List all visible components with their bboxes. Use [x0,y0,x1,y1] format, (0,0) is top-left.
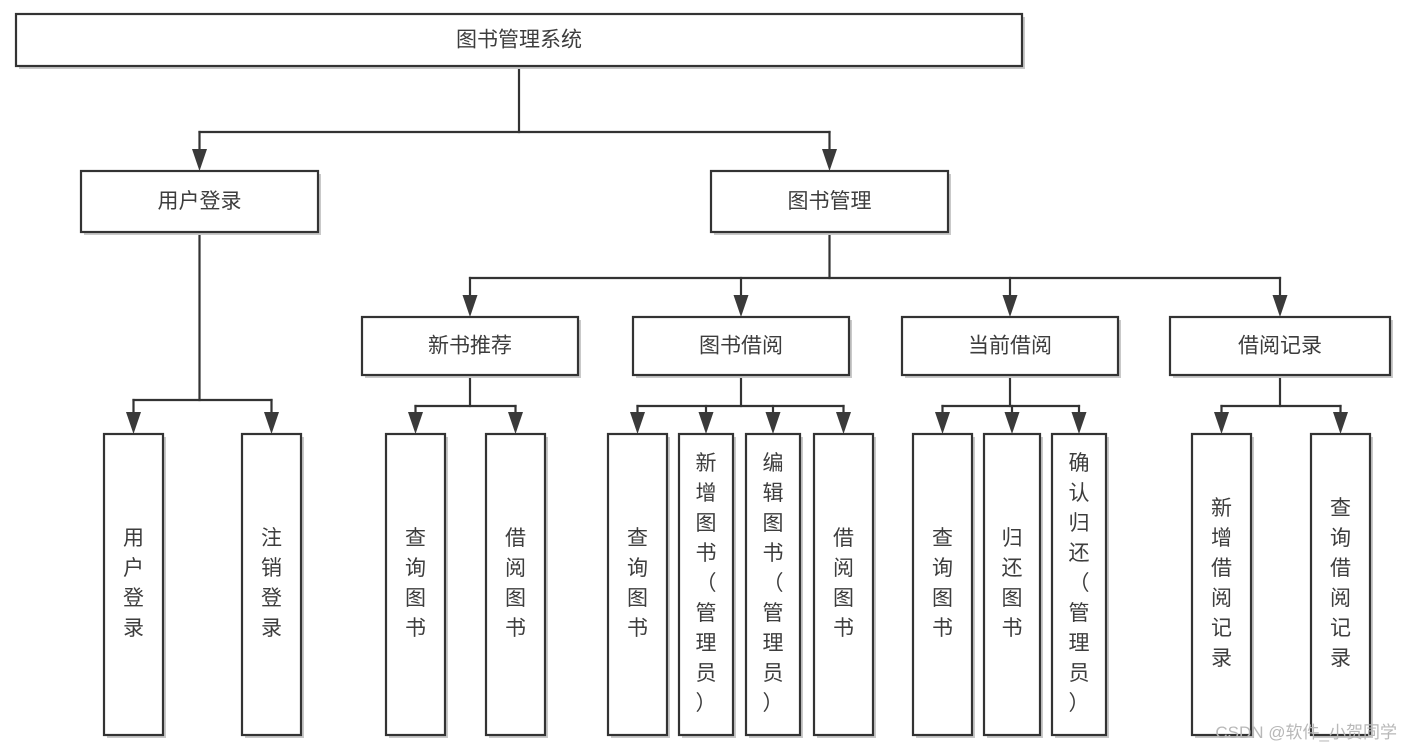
node-label-leaf-return-book: 归还图书 [1002,527,1023,640]
node-box-leaf-borrow-book-borrow[interactable] [812,432,875,737]
node-box-borrow-record[interactable] [1168,315,1392,377]
node-new-book-recommend[interactable]: 新书推荐 [360,315,581,378]
node-book-management[interactable]: 图书管理 [709,169,951,235]
node-box-leaf-edit-book-admin[interactable] [744,432,802,737]
arrow-head-leaf-logout-login [264,412,279,434]
node-box-leaf-borrow-book-recommend[interactable] [484,432,547,737]
arrow-head-current-borrow [1002,295,1018,317]
node-box-leaf-logout-login[interactable] [240,432,303,737]
node-label-leaf-user-login: 用户登录 [123,527,144,640]
arrow-head-leaf-confirm-return-admin [1071,412,1087,434]
node-leaf-query-book-borrow[interactable]: 查询图书 [606,432,670,738]
node-label-leaf-edit-book-admin: 编辑图书（管理员） [763,452,784,715]
node-box-leaf-add-borrow-record[interactable] [1190,432,1253,737]
node-box-leaf-return-book[interactable] [982,432,1042,737]
node-label-leaf-borrow-book-borrow: 借阅图书 [833,527,854,640]
node-label-leaf-borrow-book-recommend: 借阅图书 [505,527,526,640]
node-label-new-book-recommend: 新书推荐 [428,335,512,358]
node-label-leaf-logout-login: 注销登录 [261,527,282,640]
node-label-book-management: 图书管理 [788,190,872,213]
node-leaf-add-borrow-record[interactable]: 新增借阅记录 [1190,432,1254,738]
arrow-head-new-book-recommend [462,295,478,317]
node-box-leaf-user-login[interactable] [102,432,165,737]
node-label-leaf-confirm-return-admin: 确认归还（管理员） [1069,452,1090,715]
node-leaf-borrow-book-recommend[interactable]: 借阅图书 [484,432,548,738]
node-box-root[interactable] [14,12,1024,68]
node-label-leaf-query-borrow-record: 查询借阅记录 [1330,497,1351,670]
node-label-borrow-record: 借阅记录 [1238,335,1322,358]
node-leaf-query-borrow-record[interactable]: 查询借阅记录 [1309,432,1373,738]
node-leaf-query-book-recommend[interactable]: 查询图书 [384,432,448,738]
node-current-borrow[interactable]: 当前借阅 [900,315,1121,378]
node-box-leaf-confirm-return-admin[interactable] [1050,432,1108,737]
arrow-head-borrow-record [1272,295,1288,317]
node-box-user-login[interactable] [79,169,320,234]
node-label-leaf-query-book-current: 查询图书 [932,527,953,640]
node-leaf-query-book-current[interactable]: 查询图书 [911,432,975,738]
node-box-leaf-query-book-recommend[interactable] [384,432,447,737]
arrow-head-leaf-edit-book-admin [765,412,781,434]
arrow-head-leaf-query-book-recommend [408,412,423,434]
arrow-head-leaf-borrow-book-recommend [508,412,523,434]
node-label-book-borrow: 图书借阅 [699,335,783,358]
node-user-login[interactable]: 用户登录 [79,169,321,235]
arrow-head-leaf-user-login [126,412,141,434]
arrow-head-leaf-add-borrow-record [1214,412,1229,434]
node-borrow-record[interactable]: 借阅记录 [1168,315,1393,378]
node-root[interactable]: 图书管理系统 [14,12,1025,69]
node-box-new-book-recommend[interactable] [360,315,580,377]
node-book-borrow[interactable]: 图书借阅 [631,315,852,378]
node-label-root: 图书管理系统 [456,29,582,52]
node-leaf-return-book[interactable]: 归还图书 [982,432,1043,738]
node-box-book-management[interactable] [709,169,950,234]
node-box-leaf-query-book-borrow[interactable] [606,432,669,737]
node-label-user-login: 用户登录 [158,190,242,213]
arrow-head-leaf-query-borrow-record [1333,412,1348,434]
node-label-current-borrow: 当前借阅 [968,335,1052,358]
node-box-leaf-query-borrow-record[interactable] [1309,432,1372,737]
arrow-head-book-borrow [733,295,749,317]
node-box-leaf-add-book-admin[interactable] [677,432,735,737]
node-box-current-borrow[interactable] [900,315,1120,377]
node-label-leaf-query-book-recommend: 查询图书 [405,527,426,640]
csdn-watermark: CSDN @软件_小贺同学 [1215,723,1397,742]
arrow-head-leaf-query-book-current [935,412,950,434]
arrow-head-leaf-borrow-book-borrow [836,412,851,434]
node-box-book-borrow[interactable] [631,315,851,377]
arrow-head-user-login [192,149,207,171]
node-leaf-confirm-return-admin[interactable]: 确认归还（管理员） [1050,432,1109,738]
node-leaf-logout-login[interactable]: 注销登录 [240,432,304,738]
node-leaf-edit-book-admin[interactable]: 编辑图书（管理员） [744,432,803,738]
node-leaf-add-book-admin[interactable]: 新增图书（管理员） [677,432,736,738]
arrow-head-leaf-add-book-admin [698,412,714,434]
node-label-leaf-add-borrow-record: 新增借阅记录 [1211,497,1232,670]
node-leaf-borrow-book-borrow[interactable]: 借阅图书 [812,432,876,738]
node-label-leaf-add-book-admin: 新增图书（管理员） [696,452,717,715]
arrow-head-leaf-return-book [1004,412,1020,434]
arrow-head-leaf-query-book-borrow [630,412,645,434]
node-box-leaf-query-book-current[interactable] [911,432,974,737]
arrow-head-book-management [822,149,837,171]
node-leaf-user-login[interactable]: 用户登录 [102,432,166,738]
node-label-leaf-query-book-borrow: 查询图书 [627,527,648,640]
